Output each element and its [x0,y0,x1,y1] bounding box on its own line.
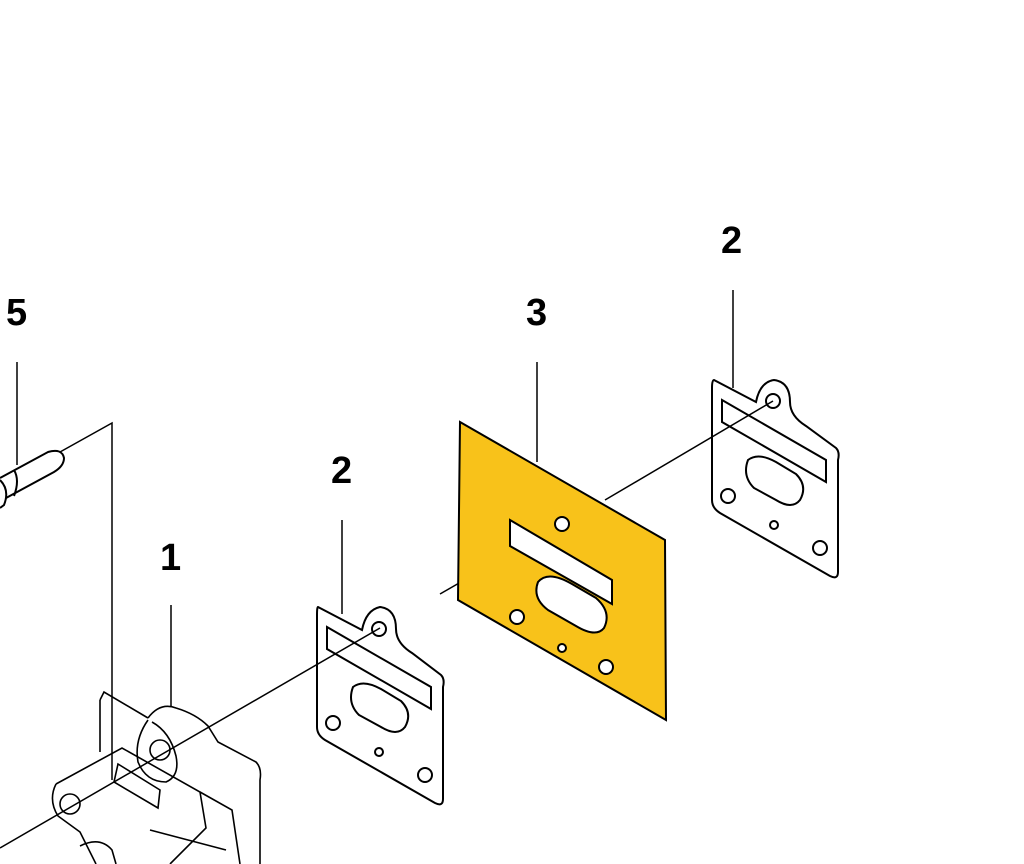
gasket-part-3 [456,420,668,722]
bolt-axis-line [59,421,113,780]
gasket-part-2-left [316,605,445,806]
callout-2-right: 2 [721,220,743,262]
callout-3: 3 [526,292,548,334]
callout-1: 1 [160,537,182,579]
gasket-part-2-right [711,378,840,579]
housing-part-1 [51,690,262,864]
bolt-part-5 [0,449,66,509]
callout-5: 5 [6,292,28,334]
callout-2-left: 2 [331,450,353,492]
assembly-axis-line-upper [604,400,774,501]
